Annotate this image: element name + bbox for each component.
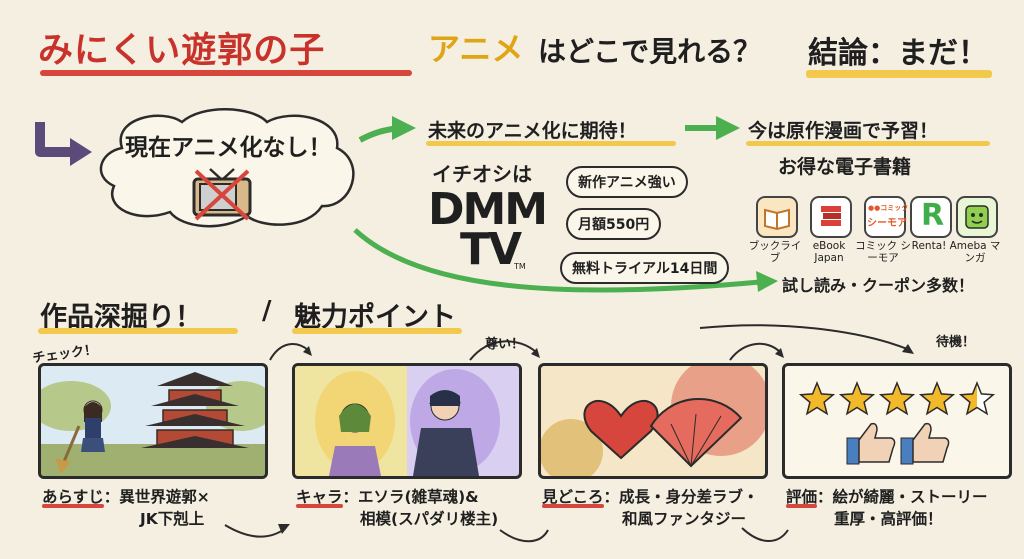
crossed-tv-icon [192,168,252,221]
thumbs-up-icon [846,422,896,465]
cmoa-icon[interactable]: ●●コミック シーモア [864,196,909,238]
dmm-tv-logo: DMM TV [428,184,548,275]
section-appeal: 魅力ポイント [294,302,456,333]
caption-text-synopsis-2: JK下剋上 [140,510,205,528]
star-icon [918,380,956,416]
conclusion-highlight [806,70,992,78]
panel-characters [292,363,522,479]
synopsis-illustration [41,372,265,476]
star-icon [958,380,996,416]
highlights-illustration [541,366,765,476]
caption-key-characters: キャラ [296,488,343,508]
renta-icon-text: R [921,198,945,233]
title-question: はどこで見れる？ [538,35,762,68]
manga-highlight [746,141,990,146]
star-icon [878,380,916,416]
caption-synopsis: あらすじ：異世界遊郭× JK下剋上 [42,486,210,530]
logo-line-dmm: DMM [428,184,548,235]
ebooks-heading: お得な電子書籍 [778,156,912,178]
thought-bubble [99,108,355,228]
caption-text-characters-2: 相模(スパダリ楼主) [360,510,499,528]
title-anime: アニメ [428,30,524,68]
tag-precious: 尊い！ [485,337,525,352]
badge-new-anime: 新作アニメ強い [566,166,688,198]
caption-text-highlights-1: ：成長・身分差ラブ・ [603,488,759,506]
badge-free-trial: 無料トライアル14日間 [560,252,730,284]
caption-rating: 評価：絵が綺麗・ストーリー 重厚・高評価！ [786,486,988,530]
app-label-booklive: ブックライブ [748,240,802,264]
app-label-cmoa: コミック シーモア [855,240,911,264]
title-underline [40,70,412,76]
logo-line-tv: TV [460,224,522,275]
tag-waiting: 待機！ [936,335,976,350]
app-label-ameba: Ameba マンガ [949,240,1001,264]
app-label-ebookjapan: eBook Japan [812,240,846,264]
caption-text-highlights-2: 和風ファンタジー [622,510,747,528]
turn-arrow-icon [35,122,92,166]
ameba-face-icon[interactable] [956,196,998,238]
app-label-renta: Renta! [911,240,947,252]
renta-r-icon[interactable]: R [910,196,952,238]
star-icon [798,380,836,416]
section-slash: / [262,296,272,326]
title-main: みにくい遊郭の子 [38,31,326,71]
caption-text-rating-2: 重厚・高評価！ [834,510,943,528]
caption-key-synopsis: あらすじ [42,488,104,508]
cmoa-icon-text: シーモア [867,218,907,229]
thumbs-up-icon [900,422,950,465]
characters-illustration [295,366,500,476]
section-deepdive: 作品深掘り！ [40,302,202,333]
caption-key-highlights: 見どころ [542,488,604,508]
appeal-highlight [292,328,462,334]
bubble-text: 現在アニメ化なし！ [125,135,332,161]
caption-text-rating-1: ：絵が綺麗・ストーリー [817,488,988,506]
caption-highlights: 見どころ：成長・身分差ラブ・ 和風ファンタジー [542,486,759,530]
trial-coupon-note: 試し読み・クーポン多数！ [782,276,975,295]
caption-characters: キャラ：エソラ(雑草魂)& 相模(スパダリ楼主) [296,486,498,530]
caption-text-characters-1: ：エソラ(雑草魂)& [342,488,479,506]
title-conclusion: 結論：まだ！ [808,36,988,71]
star-icon [838,380,876,416]
badge-price: 月額550円 [566,208,662,240]
booklive-book-icon[interactable] [756,196,798,238]
cmoa-small-text: ●●コミック [868,204,909,212]
future-highlight [426,141,676,146]
panel-rating [782,363,1012,479]
logo-tm: TM [514,262,526,271]
future-anime-text: 未来のアニメ化に期待！ [428,120,637,142]
manga-preview-text: 今は原作漫画で予習！ [748,120,939,142]
panel-highlights [538,363,768,479]
caption-key-rating: 評価 [786,488,818,508]
caption-text-synopsis-1: ：異世界遊郭× [103,488,210,506]
rating-illustration [798,380,996,465]
panel-synopsis [38,363,268,479]
recommend-label: イチオシは [432,162,532,186]
ebookjapan-books-icon[interactable] [810,196,852,238]
deepdive-highlight [38,328,238,334]
